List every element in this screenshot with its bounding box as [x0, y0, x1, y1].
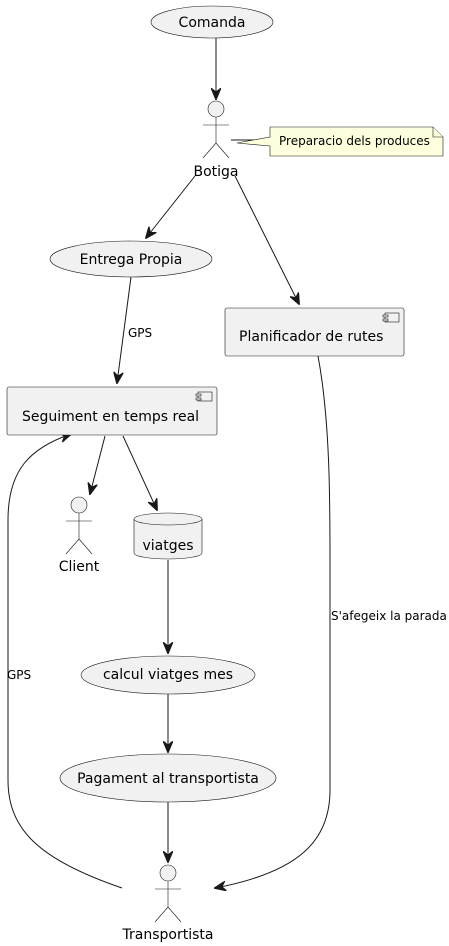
edge-label-afegeix-parada: S'afegeix la parada	[331, 609, 447, 623]
edge-label-gps-transportista: GPS	[7, 668, 31, 682]
actor-botiga: Botiga	[193, 100, 239, 180]
component-seguiment: Seguiment en temps real	[6, 386, 218, 436]
edge-entrega-seguiment	[117, 276, 132, 383]
edge-botiga-entrega-propia	[146, 175, 196, 238]
edge-planificador-transportista	[215, 355, 331, 888]
component-planificador: Planificador de rutes	[224, 307, 405, 357]
usecase-calcul-viatges: calcul viatges mes	[80, 655, 256, 695]
usecase-comanda: Comanda	[150, 5, 274, 39]
note-preparacio: Preparacio dels produces	[236, 126, 444, 157]
actor-transportista-label: Transportista	[122, 927, 214, 943]
actor-client-label: Client	[59, 559, 100, 575]
usecase-entrega-propia-label: Entrega Propia	[80, 252, 183, 268]
component-seguiment-label: Seguiment en temps real	[22, 409, 199, 425]
usecase-pagament: Pagament al transportista	[59, 753, 277, 803]
usecase-entrega-propia: Entrega Propia	[49, 240, 213, 278]
edge-seguiment-client	[90, 435, 106, 494]
database-viatges: viatges	[133, 512, 203, 560]
actor-botiga-label: Botiga	[193, 164, 238, 180]
usecase-comanda-label: Comanda	[179, 15, 246, 31]
usecase-calcul-viatges-label: calcul viatges mes	[103, 667, 233, 683]
edge-label-gps-entrega: GPS	[128, 326, 152, 340]
edge-botiga-planificador	[234, 175, 299, 304]
usecase-pagament-label: Pagament al transportista	[77, 771, 259, 787]
edge-transportista-seguiment	[7, 434, 123, 889]
edge-seguiment-viatges	[122, 435, 157, 510]
note-label: Preparacio dels produces	[279, 134, 430, 148]
actor-transportista: Transportista	[122, 864, 214, 943]
actor-client: Client	[59, 496, 100, 575]
database-viatges-label: viatges	[142, 538, 193, 554]
component-planificador-label: Planificador de rutes	[239, 329, 383, 345]
